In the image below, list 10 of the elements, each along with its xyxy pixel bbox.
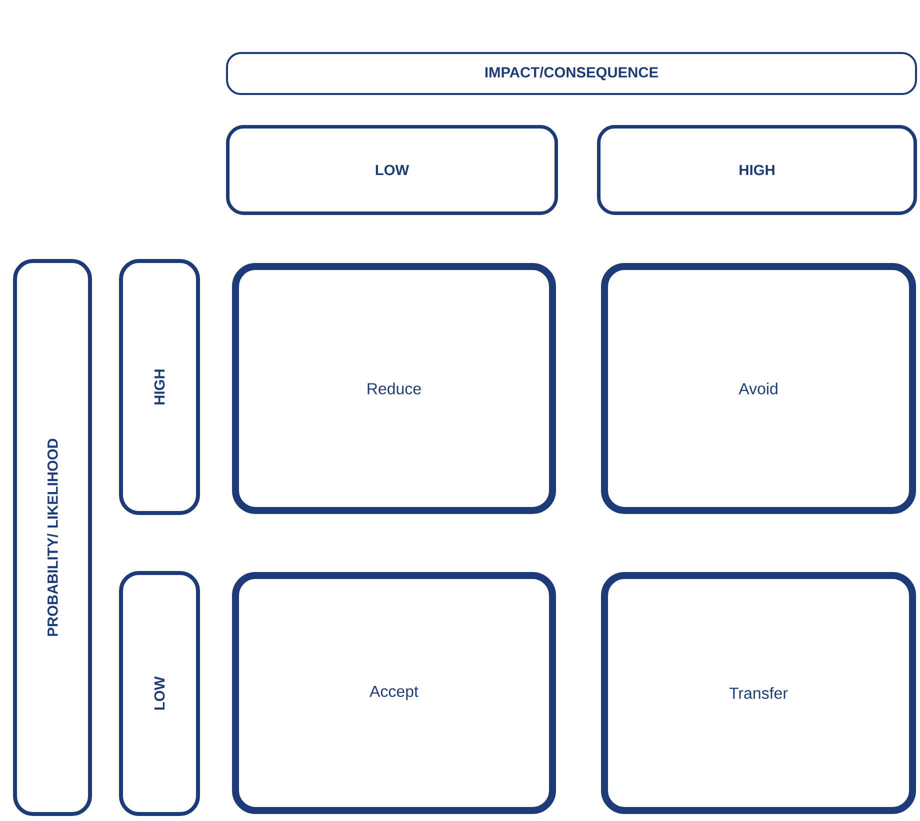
heading-box: HIGH	[119, 259, 200, 515]
quadrant-box: Transfer	[601, 572, 916, 814]
heading-box: IMPACT/CONSEQUENCE	[226, 52, 917, 95]
heading-box: HIGH	[597, 125, 918, 215]
quadrant-box: Reduce	[232, 263, 556, 514]
heading-box: LOW	[119, 571, 200, 816]
quadrant-box: Avoid	[601, 263, 916, 514]
quadrant-box: Accept	[232, 572, 556, 814]
heading-box: LOW	[226, 125, 558, 215]
heading-box: PROBABILITY/ LIKELIHOOD	[13, 259, 92, 816]
